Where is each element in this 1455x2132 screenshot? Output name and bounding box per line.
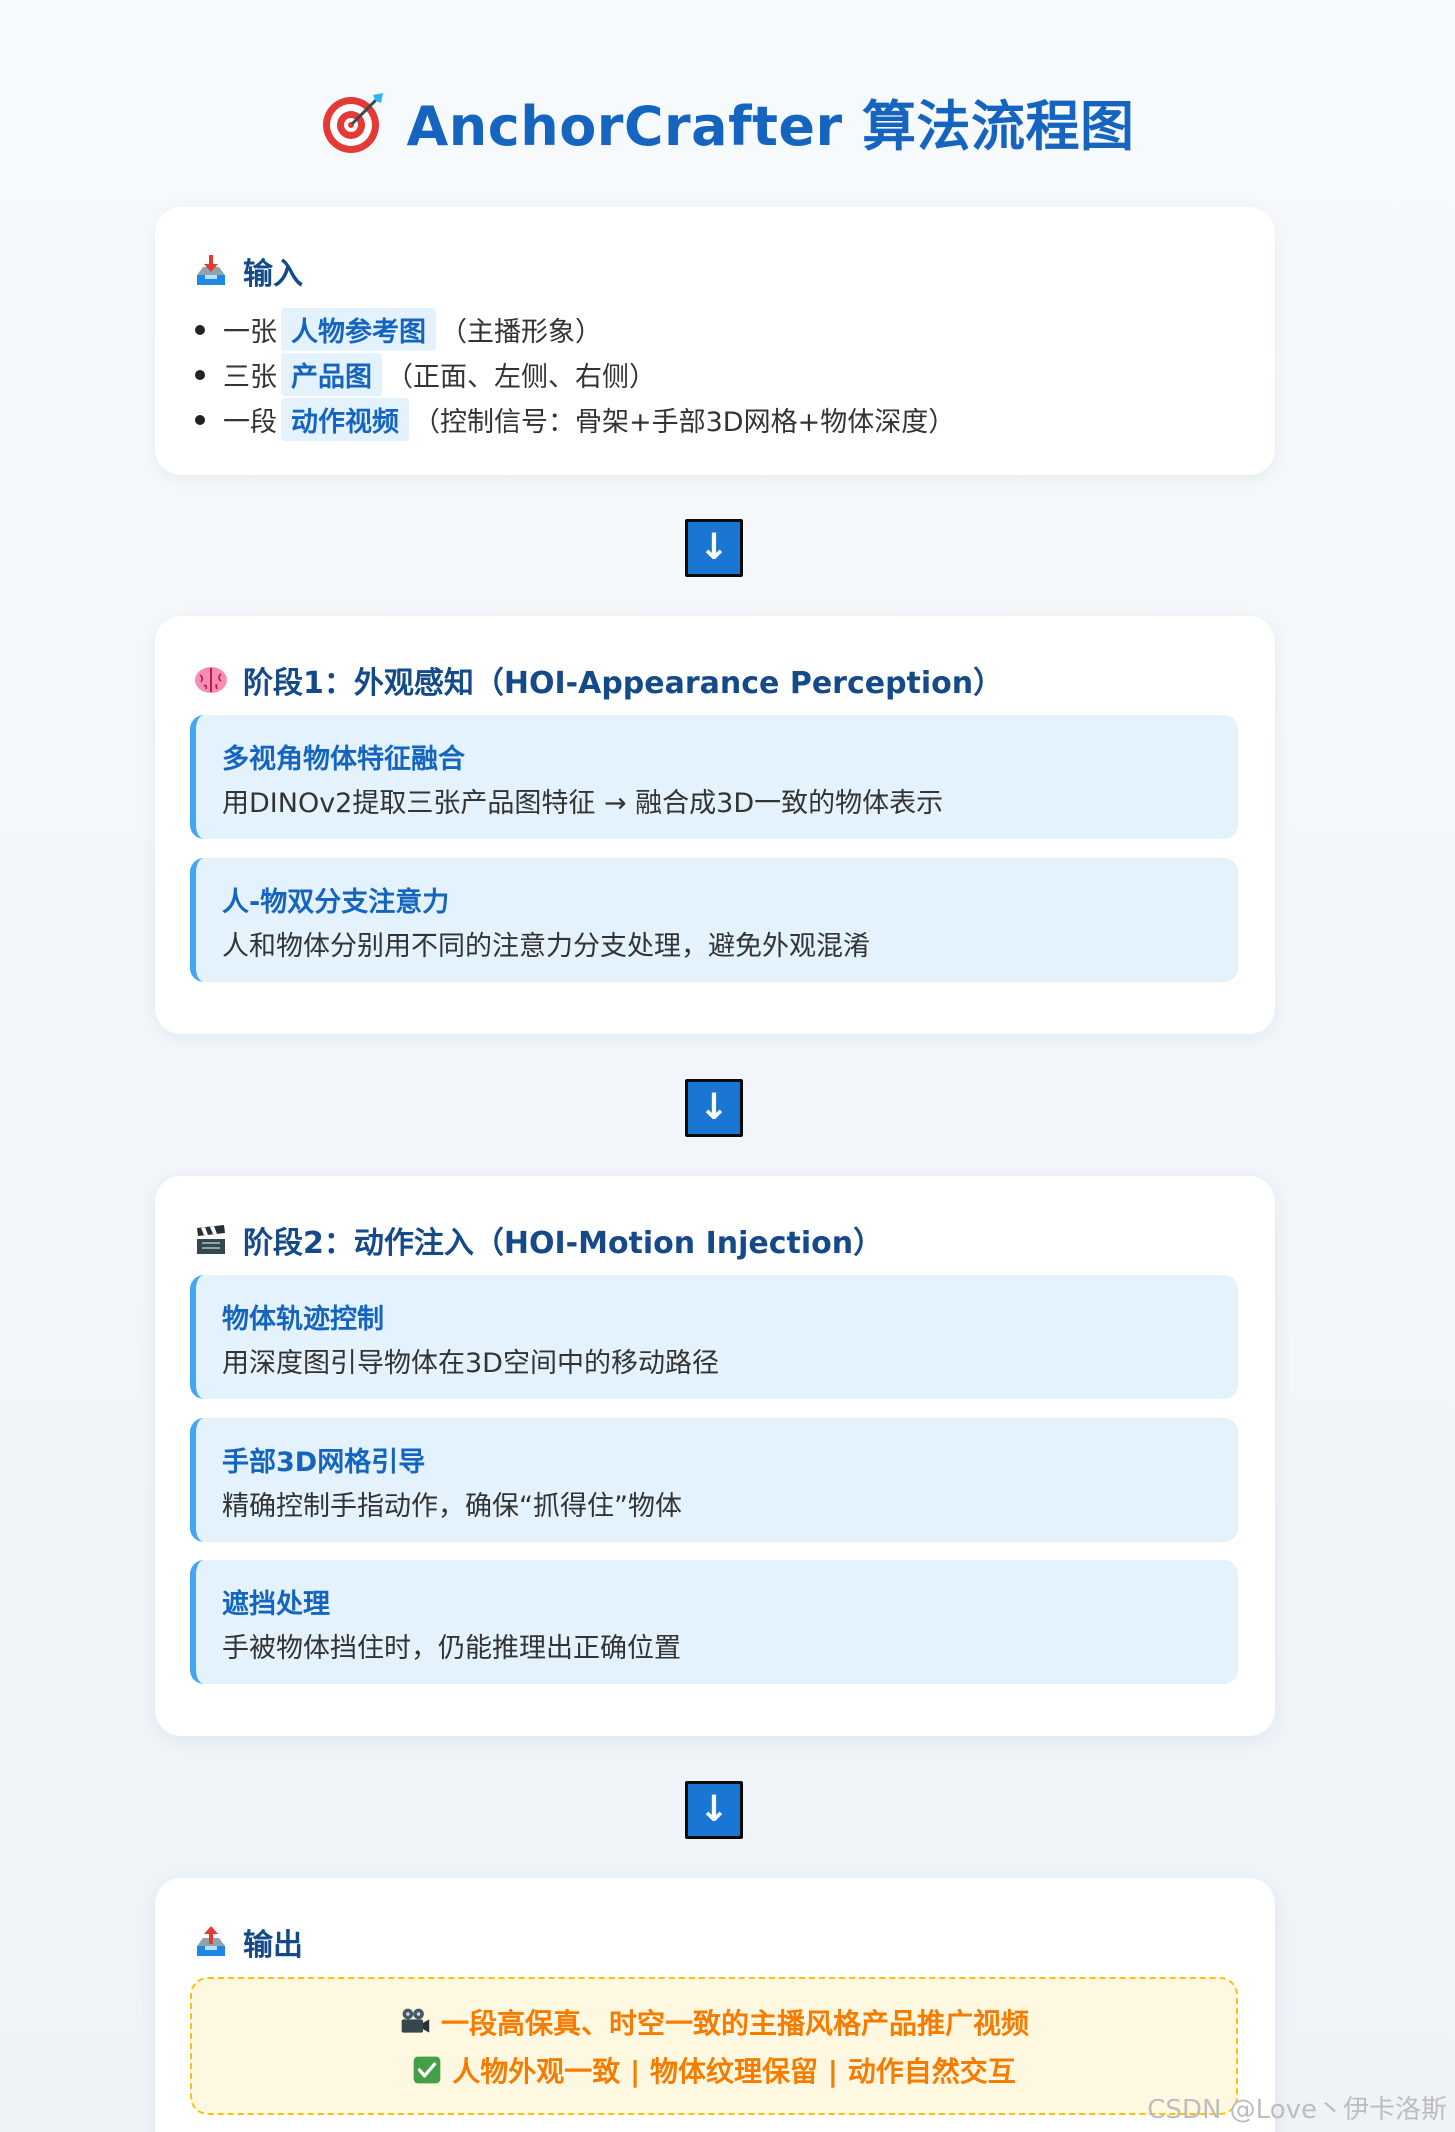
target-icon — [322, 92, 383, 153]
inbox-tray-icon — [197, 255, 225, 285]
module-card: 多视角物体特征融合 用DINOv2提取三张产品图特征 → 融合成3D一致的物体表… — [190, 715, 1238, 839]
module-card: 手部3D网格引导 精确控制手指动作，确保“抓得住”物体 — [190, 1418, 1238, 1542]
stage2-heading-row: 阶段2：动作注入（HOI-Motion Injection） — [193, 1218, 883, 1262]
stage2-card: 阶段2：动作注入（HOI-Motion Injection） 物体轨迹控制 用深… — [155, 1176, 1275, 1736]
output-heading: 输出 — [243, 1928, 303, 1963]
stage1-heading-row: 阶段1：外观感知（HOI-Appearance Perception） — [193, 658, 1003, 702]
module-title: 多视角物体特征融合 — [222, 744, 465, 775]
input-card: 输入 一张 人物参考图 （主播形象） 三张 产品图 （正面、左侧、右侧） 一段 … — [155, 207, 1275, 475]
module-title: 物体轨迹控制 — [222, 1304, 384, 1335]
list-item: 一张 人物参考图 （主播形象） — [195, 307, 955, 352]
item-highlight: 产品图 — [281, 353, 382, 396]
list-item: 一段 动作视频 （控制信号：骨架+手部3D网格+物体深度） — [195, 397, 955, 442]
brain-icon — [195, 667, 227, 693]
module-title: 人-物双分支注意力 — [222, 887, 450, 918]
stage1-heading: 阶段1：外观感知（HOI-Appearance Perception） — [243, 666, 1004, 701]
outbox-tray-icon — [197, 1926, 225, 1956]
item-highlight: 人物参考图 — [281, 308, 436, 351]
input-heading: 输入 — [243, 257, 303, 292]
output-heading-row: 输出 — [193, 1920, 303, 1964]
output-summary: 一段高保真、时空一致的主播风格产品推广视频 — [440, 2007, 1029, 2040]
module-title: 遮挡处理 — [222, 1589, 330, 1620]
module-title: 手部3D网格引导 — [222, 1447, 426, 1478]
output-line-2: 人物外观一致 | 物体纹理保留 | 动作自然交互 — [412, 2050, 1016, 2090]
down-arrow-icon: ↓ — [685, 1079, 743, 1137]
watermark: CSDN @Love丶伊卡洛斯 — [1147, 2095, 1447, 2125]
module-desc: 人和物体分别用不同的注意力分支处理，避免外观混淆 — [222, 931, 870, 962]
bullet-icon — [195, 414, 205, 425]
item-prefix: 三张 — [223, 362, 277, 393]
item-prefix: 一张 — [223, 317, 277, 348]
bullet-icon — [195, 324, 205, 335]
output-features: 人物外观一致 | 物体纹理保留 | 动作自然交互 — [452, 2055, 1016, 2088]
input-heading-row: 输入 — [193, 249, 303, 293]
output-result-box: 一段高保真、时空一致的主播风格产品推广视频 人物外观一致 | 物体纹理保留 | … — [190, 1977, 1238, 2115]
output-card: 输出 一段高保真、时空一致的主播风格产品推广视频 人物外观一致 | 物体纹理保留… — [155, 1878, 1275, 2132]
page-title-row: AnchorCrafter 算法流程图 — [0, 82, 1455, 161]
output-line-1: 一段高保真、时空一致的主播风格产品推广视频 — [399, 2002, 1029, 2042]
module-desc: 精确控制手指动作，确保“抓得住”物体 — [222, 1491, 682, 1522]
page-title: AnchorCrafter 算法流程图 — [406, 95, 1135, 158]
input-list: 一张 人物参考图 （主播形象） 三张 产品图 （正面、左侧、右侧） 一段 动作视… — [195, 307, 955, 442]
movie-camera-icon — [401, 2008, 430, 2033]
item-prefix: 一段 — [223, 407, 277, 438]
module-desc: 用DINOv2提取三张产品图特征 → 融合成3D一致的物体表示 — [222, 788, 944, 819]
clapper-board-icon — [197, 1225, 225, 1254]
down-arrow-icon: ↓ — [685, 1781, 743, 1839]
down-arrow-icon: ↓ — [685, 519, 743, 577]
bullet-icon — [195, 369, 205, 380]
stage1-card: 阶段1：外观感知（HOI-Appearance Perception） 多视角物… — [155, 616, 1275, 1034]
module-card: 遮挡处理 手被物体挡住时，仍能推理出正确位置 — [190, 1560, 1238, 1684]
module-desc: 手被物体挡住时，仍能推理出正确位置 — [222, 1633, 681, 1664]
module-desc: 用深度图引导物体在3D空间中的移动路径 — [222, 1348, 719, 1379]
item-suffix: （正面、左侧、右侧） — [386, 362, 656, 393]
item-suffix: （主播形象） — [440, 317, 602, 348]
module-card: 物体轨迹控制 用深度图引导物体在3D空间中的移动路径 — [190, 1275, 1238, 1399]
check-mark-icon — [413, 2056, 441, 2084]
list-item: 三张 产品图 （正面、左侧、右侧） — [195, 352, 955, 397]
module-card: 人-物双分支注意力 人和物体分别用不同的注意力分支处理，避免外观混淆 — [190, 858, 1238, 982]
item-highlight: 动作视频 — [281, 398, 409, 441]
stage2-heading: 阶段2：动作注入（HOI-Motion Injection） — [243, 1226, 884, 1261]
item-suffix: （控制信号：骨架+手部3D网格+物体深度） — [413, 407, 956, 438]
